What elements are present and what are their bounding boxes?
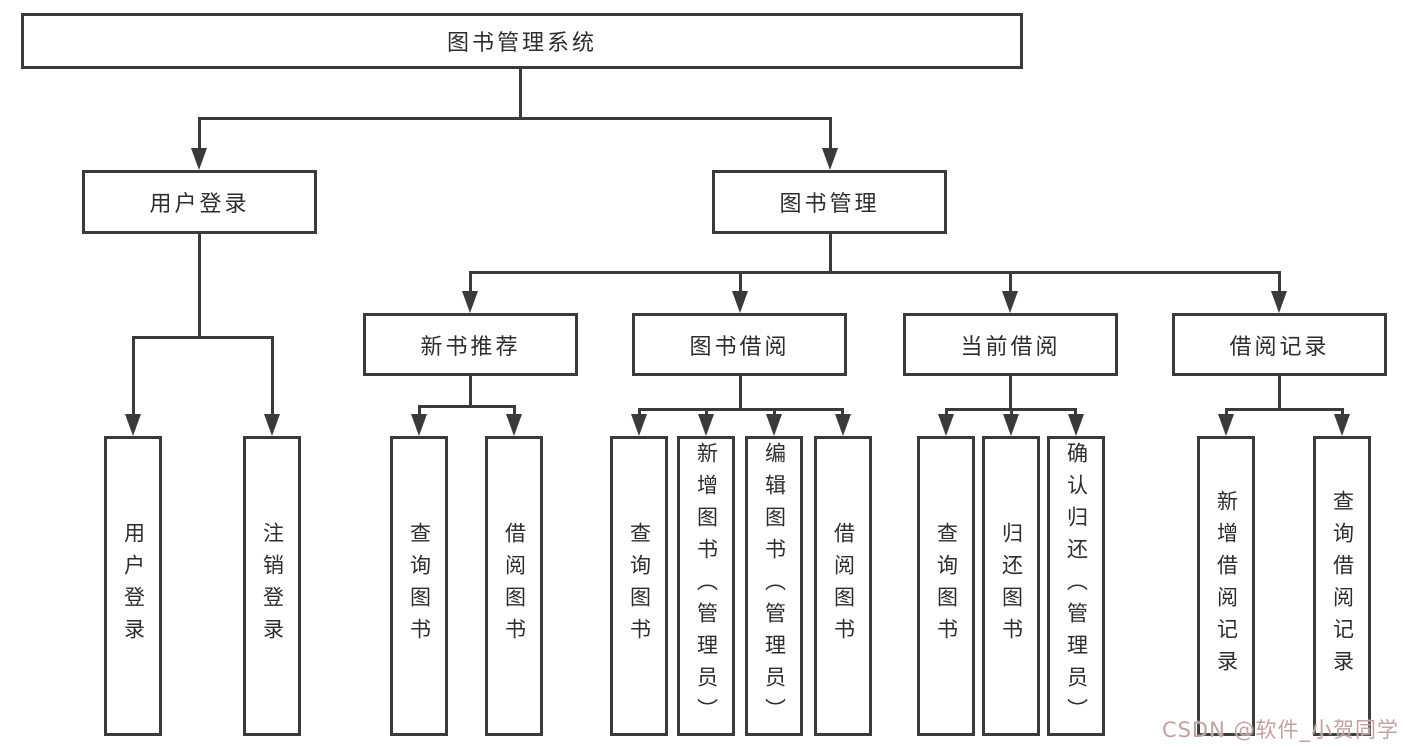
leaf-label: 借阅图书 — [502, 522, 527, 650]
connector-stem — [1074, 408, 1077, 418]
leaf-add-books-admin: 新增图书（管理员） — [677, 436, 735, 736]
connector-branch — [132, 336, 274, 339]
arrowhead-down-icon — [506, 414, 522, 436]
connector-stem — [469, 376, 472, 408]
arrowhead-down-icon — [698, 414, 714, 436]
node-label: 借阅记录 — [1229, 334, 1330, 360]
connector-branch — [1225, 408, 1344, 411]
connector-stem — [945, 408, 948, 418]
arrowhead-down-icon — [1271, 291, 1287, 313]
node-new-book-recommendation: 新书推荐 — [363, 313, 578, 376]
arrowhead-down-icon — [766, 414, 782, 436]
node-borrowing-records: 借阅记录 — [1172, 313, 1387, 376]
node-book-borrowing: 图书借阅 — [632, 313, 847, 376]
leaf-label: 编辑图书（管理员） — [762, 442, 787, 730]
arrowhead-down-icon — [462, 291, 478, 313]
arrowhead-down-icon — [1002, 291, 1018, 313]
leaf-borrow-books: 借阅图书 — [814, 436, 872, 736]
arrowhead-down-icon — [264, 414, 280, 436]
leaf-label: 注销登录 — [260, 522, 285, 650]
arrowhead-down-icon — [938, 414, 954, 436]
arrowhead-down-icon — [1334, 414, 1350, 436]
connector-stem — [198, 234, 201, 339]
leaf-query-borrow-record: 查询借阅记录 — [1313, 436, 1371, 736]
leaf-label: 查询图书 — [627, 522, 652, 650]
node-label: 图书借阅 — [689, 334, 790, 360]
leaf-confirm-return-admin: 确认归还（管理员） — [1047, 436, 1105, 736]
connector-stem — [198, 117, 201, 152]
connector-stem — [705, 408, 708, 418]
arrowhead-down-icon — [1003, 414, 1019, 436]
arrowhead-down-icon — [835, 414, 851, 436]
node-label: 当前借阅 — [960, 334, 1061, 360]
connector-root-stem — [519, 69, 522, 117]
connector-stem — [1010, 408, 1013, 418]
leaf-label: 用户登录 — [121, 522, 146, 650]
connector-stem — [132, 336, 135, 418]
arrowhead-down-icon — [1218, 414, 1234, 436]
arrowhead-down-icon — [191, 148, 207, 170]
node-label: 图书管理系统 — [446, 31, 597, 56]
leaf-label: 查询借阅记录 — [1330, 490, 1355, 682]
connector-stem — [739, 271, 742, 295]
leaf-label: 确认归还（管理员） — [1064, 442, 1089, 730]
connector-stem — [829, 117, 832, 152]
connector-branch — [198, 117, 832, 120]
arrowhead-down-icon — [631, 414, 647, 436]
leaf-add-borrow-record: 新增借阅记录 — [1197, 436, 1255, 736]
leaf-return-books: 归还图书 — [982, 436, 1040, 736]
node-label: 图书管理 — [779, 192, 880, 217]
leaf-label: 查询图书 — [407, 522, 432, 650]
csdn-watermark: CSDN @软件_小贺同学 — [1161, 718, 1399, 742]
node-library-management-system: 图书管理系统 — [21, 13, 1023, 69]
connector-stem — [1225, 408, 1228, 418]
leaf-label: 归还图书 — [999, 522, 1024, 650]
connector-stem — [469, 271, 472, 295]
connector-stem — [271, 336, 274, 418]
leaf-label: 查询图书 — [934, 522, 959, 650]
arrowhead-down-icon — [1068, 414, 1084, 436]
connector-stem — [841, 408, 844, 418]
arrowhead-down-icon — [822, 148, 838, 170]
connector-branch — [418, 405, 516, 408]
connector-stem — [829, 234, 832, 274]
arrowhead-down-icon — [411, 414, 427, 436]
leaf-label: 新增图书（管理员） — [694, 442, 719, 730]
node-current-borrowing: 当前借阅 — [903, 313, 1118, 376]
node-book-management: 图书管理 — [712, 170, 947, 234]
connector-stem — [1009, 271, 1012, 295]
leaf-label: 新增借阅记录 — [1214, 490, 1239, 682]
node-label: 新书推荐 — [420, 334, 521, 360]
connector-stem — [773, 408, 776, 418]
connector-stem — [1009, 376, 1012, 411]
connector-stem — [418, 405, 421, 418]
leaf-borrow-books-recommend: 借阅图书 — [485, 436, 543, 736]
arrowhead-down-icon — [125, 414, 141, 436]
node-user-login: 用户登录 — [82, 170, 317, 234]
connector-stem — [739, 376, 742, 411]
leaf-logout: 注销登录 — [243, 436, 301, 736]
connector-stem — [1278, 376, 1281, 411]
connector-stem — [638, 408, 641, 418]
connector-stem — [1341, 408, 1344, 418]
arrowhead-down-icon — [732, 291, 748, 313]
connector-stem — [513, 405, 516, 418]
leaf-query-books-recommend: 查询图书 — [390, 436, 448, 736]
connector-stem — [1278, 271, 1281, 295]
connector-branch — [638, 408, 844, 411]
leaf-label: 借阅图书 — [831, 522, 856, 650]
connector-branch — [469, 271, 1281, 274]
leaf-query-books-borrow: 查询图书 — [610, 436, 668, 736]
leaf-query-books-current: 查询图书 — [917, 436, 975, 736]
leaf-edit-books-admin: 编辑图书（管理员） — [745, 436, 803, 736]
leaf-user-login: 用户登录 — [104, 436, 162, 736]
node-label: 用户登录 — [149, 192, 250, 217]
